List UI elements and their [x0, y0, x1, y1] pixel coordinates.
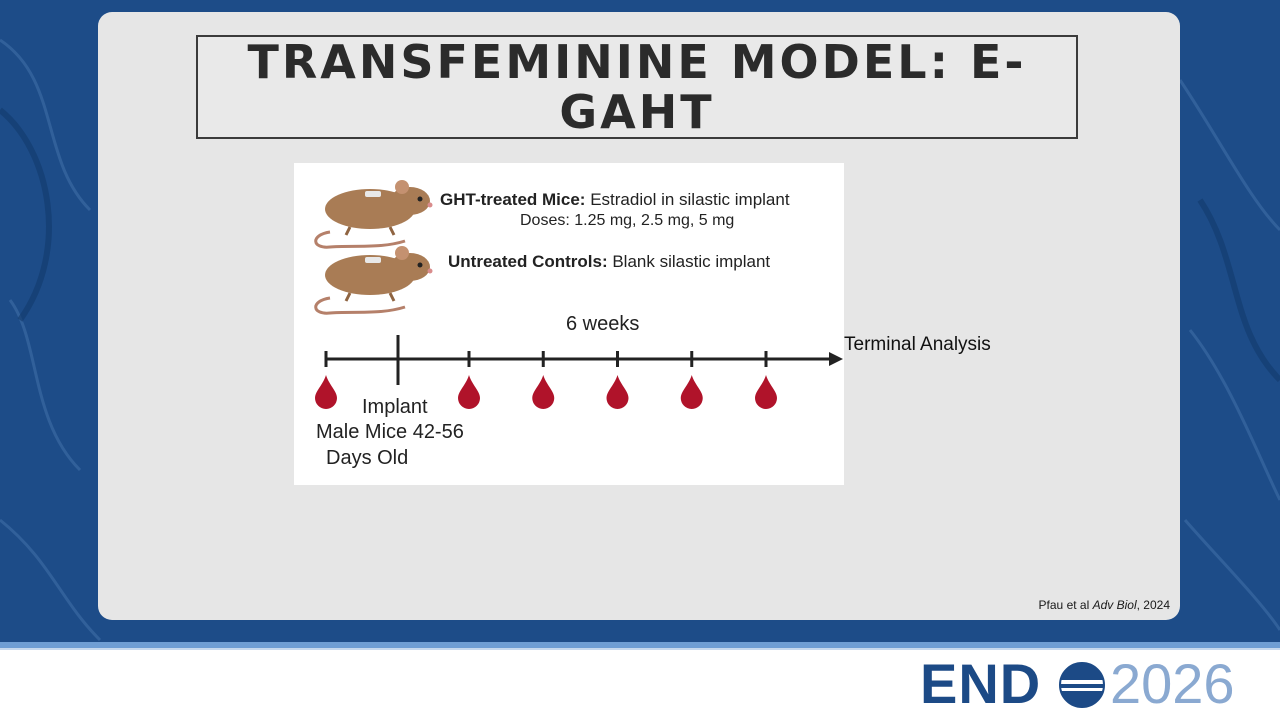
study-design-figure: GHT-treated Mice: Estradiol in silastic … — [294, 163, 844, 485]
treated-doses: Doses: 1.25 mg, 2.5 mg, 5 mg — [520, 212, 734, 229]
implant-label: Implant — [362, 396, 428, 418]
treated-mouse-icon — [314, 180, 433, 249]
blood-drop-icon — [755, 375, 777, 409]
blood-drops — [315, 375, 777, 409]
blood-drop-icon — [315, 375, 337, 409]
treated-group-label: GHT-treated Mice: — [440, 190, 585, 209]
logo-word: END — [920, 652, 1042, 715]
citation: Pfau et al Adv Biol, 2024 — [1039, 598, 1170, 612]
citation-journal: Adv Biol — [1092, 598, 1137, 612]
svg-text:GHT-treated Mice: Estradiol in: GHT-treated Mice: Estradiol in silastic … — [440, 190, 790, 209]
slide-card: TRANSFEMININE MODEL: E-GAHT — [98, 12, 1180, 620]
footer-bar: END 2026 — [0, 642, 1280, 720]
footer-stripe-light — [0, 648, 1280, 650]
logo-year: 2026 — [1110, 652, 1235, 715]
control-mouse-icon — [314, 246, 433, 315]
blood-drop-icon — [680, 375, 703, 409]
endo-logo: END 2026 — [920, 654, 1270, 714]
timepoint-ticks — [324, 351, 768, 367]
blood-drop-icon — [532, 375, 555, 409]
globe-icon — [1056, 662, 1108, 708]
control-group-description: Blank silastic implant — [608, 252, 771, 271]
blood-drop-icon — [606, 375, 629, 409]
mice-age-label-line2: Days Old — [326, 447, 408, 469]
mice-age-label-line1: Male Mice 42-56 — [316, 421, 464, 443]
terminal-analysis-label: Terminal Analysis — [844, 334, 991, 355]
title-box: TRANSFEMININE MODEL: E-GAHT — [196, 35, 1078, 139]
footer-stripe — [0, 642, 1280, 648]
treated-group-description: Estradiol in silastic implant — [585, 190, 789, 209]
duration-label: 6 weeks — [566, 313, 639, 335]
control-group-label: Untreated Controls: — [448, 252, 608, 271]
slide-title: TRANSFEMININE MODEL: E-GAHT — [247, 35, 1027, 139]
citation-authors: Pfau et al — [1038, 598, 1093, 612]
svg-text:Untreated Controls: Blank sila: Untreated Controls: Blank silastic impla… — [448, 252, 770, 271]
timeline-arrowhead — [829, 352, 843, 366]
citation-year: , 2024 — [1136, 598, 1170, 612]
blood-drop-icon — [458, 375, 480, 409]
